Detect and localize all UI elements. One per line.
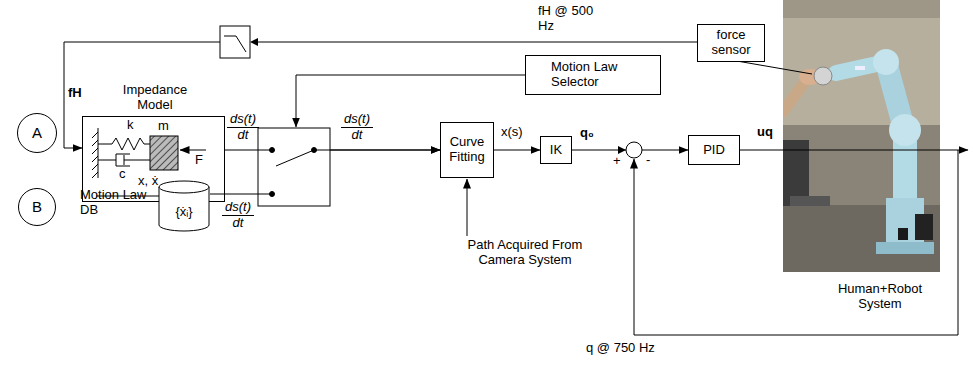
- signal-wire: [467, 60, 968, 335]
- signal-label: x, ẋ: [138, 174, 158, 189]
- signal-label: uq: [757, 125, 773, 140]
- robot-photo: [915, 214, 933, 240]
- robot-photo: [790, 196, 830, 206]
- low-pass-filter: [250, 38, 258, 46]
- node-text: IK: [550, 143, 562, 158]
- selector-switch: [258, 150, 270, 151]
- database-cylinder: {ẋᵢ}Motion Law DB: [158, 180, 210, 232]
- signal-label: Human+Robot System: [830, 282, 930, 312]
- impedance-model-drawing: [98, 138, 150, 150]
- node-text: {ẋᵢ}: [175, 205, 192, 220]
- node-body: PID: [689, 136, 739, 164]
- process-box: Curve Fitting: [440, 122, 494, 178]
- summing-junction: [618, 146, 626, 154]
- selector-switch: [258, 75, 525, 206]
- signal-label: Path Acquired From Camera System: [443, 238, 607, 268]
- signal-label: dt: [341, 128, 373, 143]
- signal-wire: [467, 179, 468, 236]
- signal-wire: [634, 150, 958, 335]
- node-body: A: [18, 114, 56, 152]
- signal-connector: [494, 150, 540, 151]
- robot-photo: [873, 49, 899, 75]
- node-body: IK: [541, 137, 571, 163]
- selector-switch: [276, 150, 314, 166]
- signal-label: fH @ 500 Hz: [538, 4, 602, 34]
- process-box: IK: [540, 136, 572, 164]
- robot-photo: [783, 0, 940, 272]
- signal-label: m: [158, 119, 169, 134]
- selector-switch: [270, 148, 275, 153]
- node-body: Curve Fitting: [441, 123, 493, 177]
- signal-wire: [740, 150, 968, 151]
- node-body: force sensor: [698, 25, 764, 61]
- edge-label: q₀: [579, 126, 595, 141]
- impedance-model-drawing: [92, 132, 98, 178]
- node-text: B: [32, 198, 42, 215]
- selector-switch: [296, 75, 525, 127]
- node-heading: Impedance Model: [111, 83, 199, 113]
- robot-photo: [898, 228, 908, 240]
- node-body: Motion Law Selector: [526, 56, 660, 94]
- selector-switch: [270, 192, 275, 197]
- signal-label: c: [119, 167, 126, 182]
- node-body: {ẋᵢ}: [158, 180, 210, 232]
- fraction-numerator: ds(t): [227, 112, 259, 128]
- node-body: B: [19, 189, 55, 225]
- sensor-box: force sensor: [697, 24, 765, 62]
- selector-switch: [314, 150, 330, 151]
- selector-switch: [258, 128, 330, 206]
- fraction-numerator: ds(t): [222, 200, 254, 216]
- controller-box: PID: [688, 135, 740, 165]
- signal-label: +: [613, 154, 621, 169]
- signal-label: dt: [222, 216, 254, 231]
- signal-wire: [731, 60, 812, 74]
- signal-label: dt: [227, 128, 259, 143]
- low-pass-filter: [224, 36, 246, 52]
- signal-label: F: [195, 153, 203, 168]
- robot-photo: [814, 67, 832, 85]
- node-text: Curve Fitting: [441, 135, 493, 165]
- selector-box: Motion Law Selector: [525, 55, 661, 95]
- callout-circle: A: [17, 113, 57, 153]
- callout-circle: B: [18, 188, 56, 226]
- robot-photo: [876, 242, 934, 254]
- node-text: PID: [703, 143, 725, 158]
- signal-label: q @ 750 Hz: [586, 341, 655, 356]
- robot-photo: [783, 0, 940, 125]
- selector-switch: [258, 194, 270, 195]
- signal-label: k: [127, 118, 134, 133]
- node-heading: Motion Law DB: [80, 188, 154, 218]
- cylinder-top: [159, 181, 209, 193]
- signal-label: -: [646, 153, 650, 168]
- impedance-model-drawing: [150, 136, 178, 170]
- summing-junction: [626, 142, 642, 158]
- fraction-numerator: ds(t): [341, 112, 373, 128]
- node-text: Motion Law Selector: [551, 60, 635, 90]
- robot-photo: [889, 114, 921, 146]
- impedance-model-drawing: [180, 150, 206, 151]
- cylinder-body: [159, 187, 209, 231]
- impedance-model-drawing: [98, 154, 150, 166]
- robot-photo: [783, 205, 940, 272]
- edge-label: x(s): [500, 125, 524, 140]
- robot-photo: [855, 66, 865, 70]
- signal-label: fH: [68, 86, 82, 101]
- robot-photo: [783, 0, 940, 18]
- low-pass-filter: [220, 26, 258, 58]
- node-text: force sensor: [698, 28, 764, 58]
- node-text: A: [32, 124, 42, 141]
- impedance-model-drawing: [98, 128, 99, 178]
- low-pass-filter: [220, 26, 250, 58]
- signal-connector: [64, 42, 697, 148]
- summing-junction: [618, 142, 642, 158]
- robot-photo: [783, 0, 940, 272]
- robot-photo: [783, 80, 806, 112]
